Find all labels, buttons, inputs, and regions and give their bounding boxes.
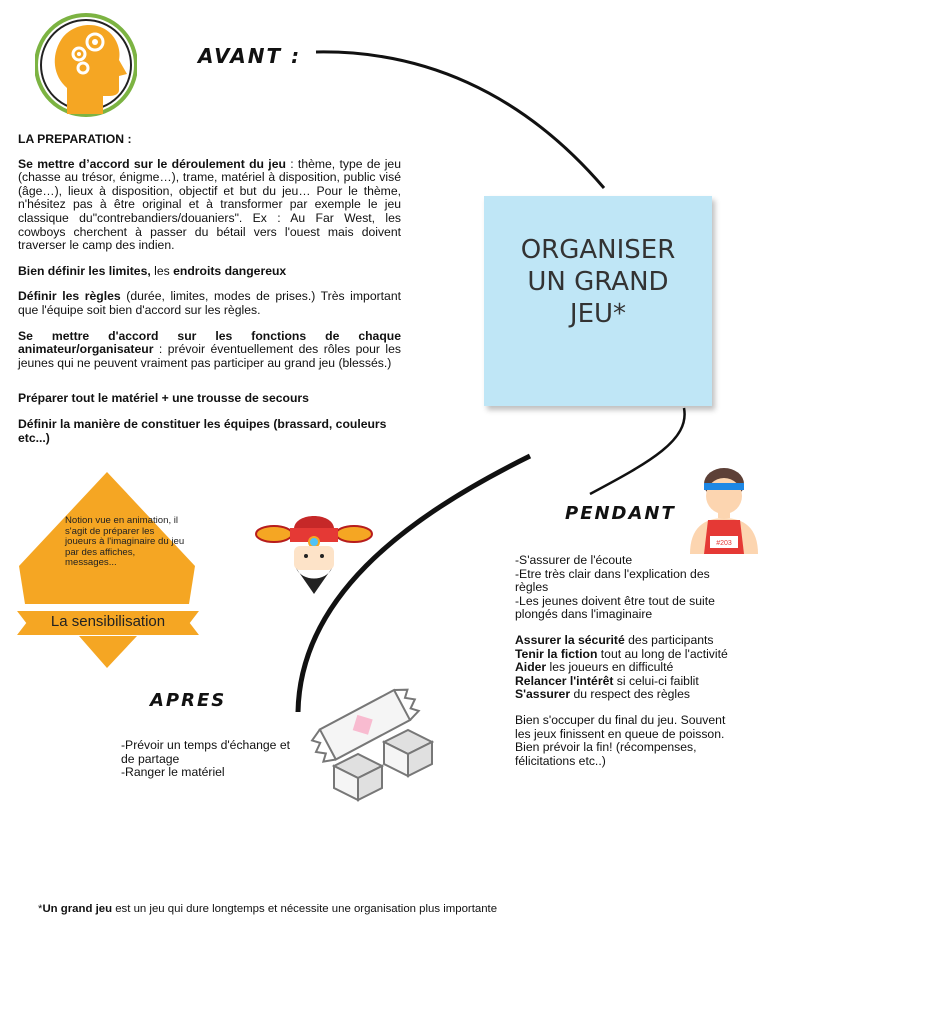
candy-sugar-icon <box>302 676 434 804</box>
center-sticky-note: ORGANISER UN GRAND JEU* <box>484 196 712 406</box>
runner-bib-number: #203 <box>716 540 732 547</box>
brain-head-icon <box>35 4 137 126</box>
pendant-key-actions: Assurer la sécurité des participants Ten… <box>515 634 740 702</box>
pendant-item: -S'assurer de l'écoute <box>515 554 740 568</box>
pendant-item: -Etre très clair dans l'explication des … <box>515 568 740 595</box>
preparation-p6: Définir la manière de constituer les équ… <box>18 418 401 445</box>
heading-apres: APRES <box>150 690 226 711</box>
runner-icon: #203 <box>686 466 762 554</box>
pendant-final: Bien s'occuper du final du jeu. Souvent … <box>515 714 740 768</box>
preparation-p2: Bien définir les limites, les endroits d… <box>18 265 401 279</box>
heading-avant: AVANT : <box>198 44 301 68</box>
heading-pendant: PENDANT <box>565 503 676 524</box>
fortune-god-icon <box>250 510 378 594</box>
apres-item: -Ranger le matériel <box>121 766 297 780</box>
preparation-p1: Se mettre d’accord sur le déroulement du… <box>18 158 401 253</box>
preparation-p3: Définir les règles (durée, limites, mode… <box>18 290 401 317</box>
note-line-1: ORGANISER <box>484 234 712 266</box>
preparation-section: LA PREPARATION : Se mettre d’accord sur … <box>18 133 401 457</box>
connector-pendant <box>590 408 685 494</box>
pendant-item: -Les jeunes doivent être tout de suite p… <box>515 595 740 622</box>
apres-item: -Prévoir un temps d'échange et de partag… <box>121 739 297 766</box>
preparation-p4: Se mettre d'accord sur les fonctions de … <box>18 330 401 371</box>
note-line-2: UN GRAND <box>484 266 712 298</box>
preparation-title: LA PREPARATION : <box>18 132 132 146</box>
pendant-section: -S'assurer de l'écoute -Etre très clair … <box>515 554 740 768</box>
apres-section: -Prévoir un temps d'échange et de partag… <box>121 739 297 780</box>
preparation-p5: Préparer tout le matériel + une trousse … <box>18 392 401 406</box>
note-line-3: JEU* <box>484 298 712 330</box>
sensibilisation-label: La sensibilisation <box>15 613 201 630</box>
sensibilisation-text: Notion vue en animation, il s'agit de pr… <box>65 516 185 569</box>
sensibilisation-diamond <box>15 472 201 668</box>
footnote: *Un grand jeu est un jeu qui dure longte… <box>38 903 497 915</box>
